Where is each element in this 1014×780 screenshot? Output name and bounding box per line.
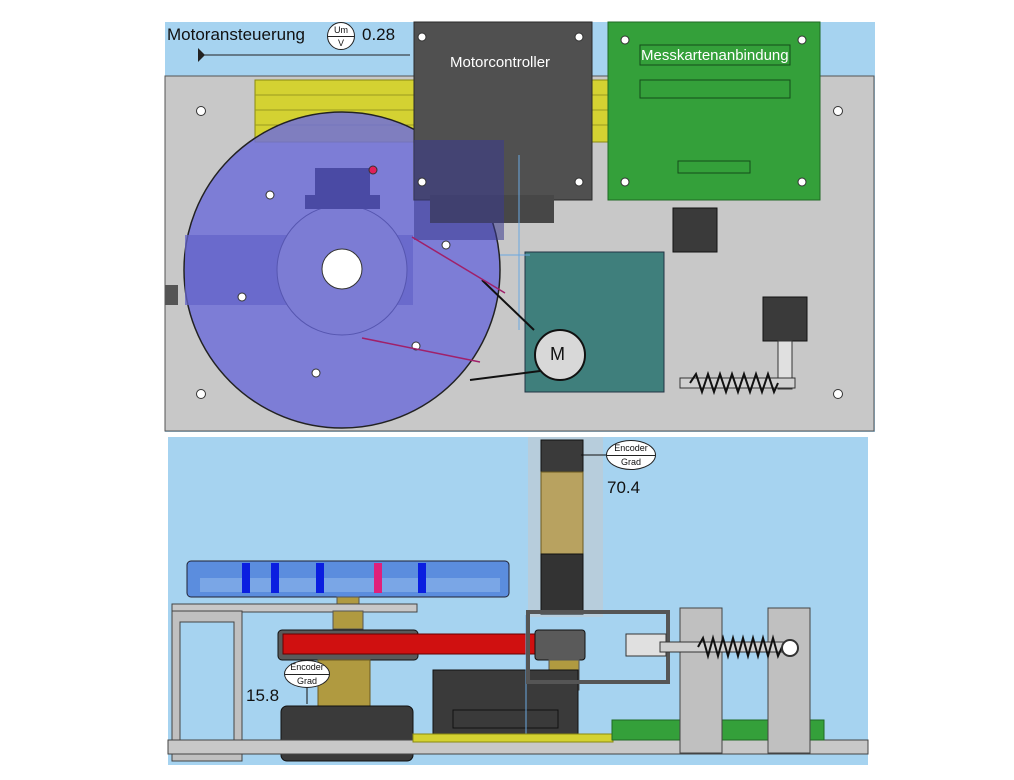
top-view [164,21,875,432]
spring-post-left [679,607,723,754]
encoder-display-top: Encoder Grad [606,440,656,470]
motor-control-label: Motoransteuerung [167,25,305,44]
motor-symbol-circle [534,329,586,381]
red-marker [368,165,378,175]
sensor-wire [361,337,481,363]
plate-hole [196,106,206,116]
motorcontroller-label: Motorcontroller [450,54,551,71]
disc-hole [237,292,247,302]
belt-line [469,370,541,381]
voltage-value: 0.28 [362,25,396,44]
encoder-value-top: 70.4 [607,478,641,497]
encoder-unit-bottom: Grad [620,457,641,467]
square-block [762,296,808,342]
disc-shaft-hole [321,248,363,290]
encoder-sensor-body [540,471,584,555]
motor-control-slider-handle[interactable] [198,48,205,62]
encoder-value-bottom: 15.8 [246,686,280,705]
plate-hole [196,389,206,399]
disc-marker [271,563,279,593]
encoder-unit-top: Encoder [285,661,329,675]
encoder-sensor-lower [540,553,584,615]
frame-left-post-inner [179,621,235,755]
spring-coil-top [689,370,779,396]
belt-line [481,279,535,331]
plate-hole [417,177,427,187]
motor-side-slot [452,709,559,729]
small-pulley [534,629,586,661]
voltage-meter: Um V [327,22,355,50]
encoder-display-bottom: Encoder Grad [284,660,330,688]
plate-hole [833,106,843,116]
disc-marker [242,563,250,593]
pcb-hole [620,35,630,45]
spring-post-right [767,607,811,754]
disc-marker [418,563,426,593]
disc-hole [265,190,275,200]
disc-marker [374,563,382,593]
daq-board [607,21,821,201]
pcb-hole [797,177,807,187]
daq-connector [677,160,751,174]
disc-hole [441,240,451,250]
disc-marker [316,563,324,593]
daq-label: Messkartenanbindung [641,47,789,64]
daq-connector [639,44,791,66]
sensor-mount-base [305,195,380,209]
encoder-unit-top: Encoder [607,441,655,456]
plate-hole [417,32,427,42]
frame-top-bar [171,603,418,613]
encoder-unit-bottom: Grad [296,676,317,686]
controller-disc-overlap [414,140,504,240]
left-bracket [165,285,178,305]
spring-eye [781,639,799,657]
square-block [672,207,718,253]
plate-hole [574,177,584,187]
spring-post [777,340,793,390]
motor-symbol: M [550,344,565,364]
encoder-sensor-cap [540,439,584,473]
pcb-hole [620,177,630,187]
sensor-wire [411,236,506,294]
plate-hole [833,389,843,399]
spring-coil-side [697,634,783,660]
side-view [167,437,869,765]
meter-unit-bottom: V [337,38,344,48]
meter-unit-top: Um [328,23,354,37]
plate-hole [574,32,584,42]
daq-connector [639,79,791,99]
pcb-hole [797,35,807,45]
side-base-rail [412,733,614,743]
shaft-middle [332,610,364,630]
disc-hole [311,368,321,378]
